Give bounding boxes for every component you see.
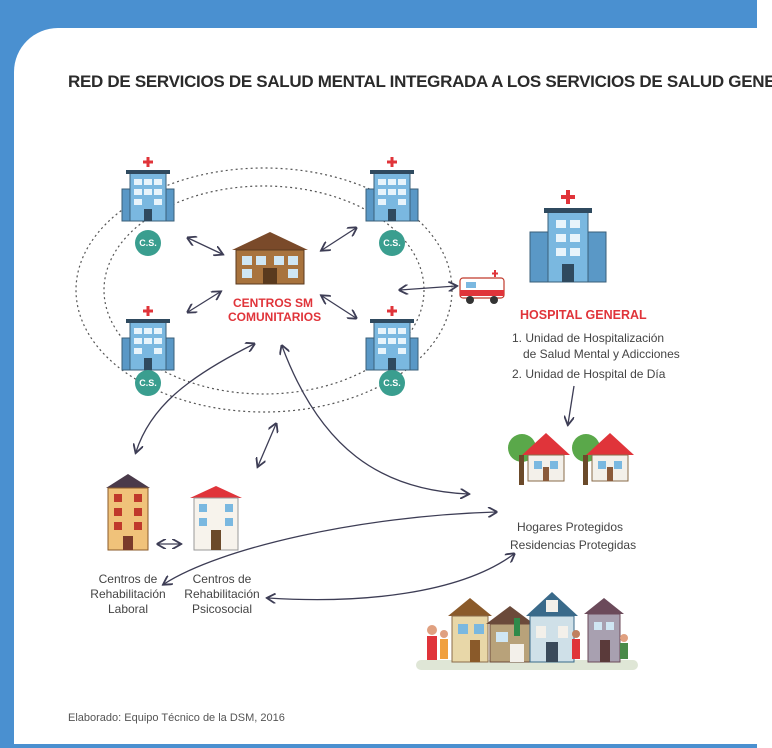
cs-badge-top-right: C.S. [379,230,405,256]
hospital-unit-1-line-1: 1. Unidad de Hospitalización [512,331,665,345]
hospital-unit-2: 2. Unidad de Hospital de Día [512,367,666,381]
arrow-cs-ambulance [400,286,456,290]
cs-badge-top-left: C.S. [135,230,161,256]
hospital-unit-1-line-2: de Salud Mental y Adicciones [523,347,680,361]
cs-badge-bottom-left: C.S. [135,370,161,396]
ambulance-icon [459,270,505,304]
protected-home-2-icon [572,432,635,485]
arrow-homes-labor [164,512,496,584]
arrow-community-homes [282,346,468,494]
arrow-community-psychosocial [258,424,276,466]
arrow-community-labor [136,344,254,452]
credit-note: Elaborado: Equipo Técnico de la DSM, 201… [68,712,285,724]
labor-rehab-center-icon [106,474,150,551]
labor-rehab-line-3: Laboral [107,602,149,616]
protected-homes-line-2: Residencias Protegidas [510,538,637,552]
labor-rehab-label: Centros de Rehabilitación Laboral [90,572,166,617]
community-center-icon [232,232,308,285]
community-centers-label: CENTROS SM COMUNITARIOS [228,296,322,324]
labor-rehab-line-2: Rehabilitación [90,587,166,601]
psychosocial-rehab-label: Centros de Rehabilitación Psicosocial [182,572,262,617]
arrow-cs-tr-community [322,228,356,250]
cs-badge-bottom-right: C.S. [379,370,405,396]
arrow-hospital-homes [568,385,575,424]
diagram-title: RED DE SERVICIOS DE SALUD MENTAL INTEGRA… [68,72,772,91]
arrow-cs-bl-community [188,292,220,312]
general-hospital-icon [529,190,607,283]
labor-rehab-line-1: Centros de [98,572,158,586]
psychosocial-rehab-center-icon [190,486,242,551]
arrow-cs-tl-community [188,238,222,254]
protected-home-1-icon [508,432,571,485]
clinic-bottom-right-icon [365,305,419,371]
community-centers-line-1: CENTROS SM [232,296,313,310]
clinic-top-left-icon [121,156,175,222]
clinic-bottom-left-icon [121,305,175,371]
arrow-homes-psychosocial [268,554,514,600]
frame-edge [757,0,772,748]
psychosocial-rehab-line-1: Centros de [192,572,252,586]
clinic-top-right-icon [365,156,419,222]
hospital-units-list: 1. Unidad de Hospitalización de Salud Me… [512,330,680,382]
psychosocial-rehab-line-3: Psicosocial [191,602,253,616]
psychosocial-rehab-line-2: Rehabilitación [184,587,260,601]
community-centers-line-2: COMUNITARIOS [228,310,322,324]
protected-homes-label: Hogares Protegidos Residencias Protegida… [510,518,637,554]
protected-homes-line-1: Hogares Protegidos [516,520,624,534]
arrow-cs-br-community [322,296,356,318]
neighborhood-icon [416,592,638,670]
general-hospital-label: HOSPITAL GENERAL [520,308,647,322]
